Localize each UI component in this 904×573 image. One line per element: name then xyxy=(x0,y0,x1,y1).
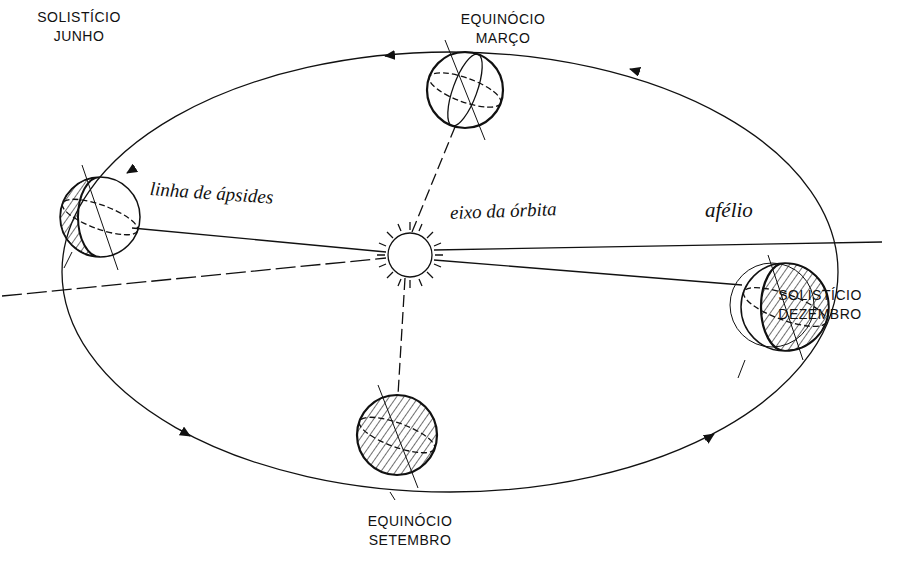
season-label: EQUINÓCIO SETEMBRO xyxy=(345,512,475,550)
point-label: afélio xyxy=(705,196,805,224)
line-label: linha de ápsides xyxy=(149,176,320,213)
season-label: SOLISTÍCIO DEZEMBRO xyxy=(760,286,880,324)
line-label: eixo da órbita xyxy=(450,194,611,225)
season-label: SOLISTÍCIO JUNHO xyxy=(24,8,134,46)
season-label: EQUINÓCIO MARÇO xyxy=(448,10,558,48)
